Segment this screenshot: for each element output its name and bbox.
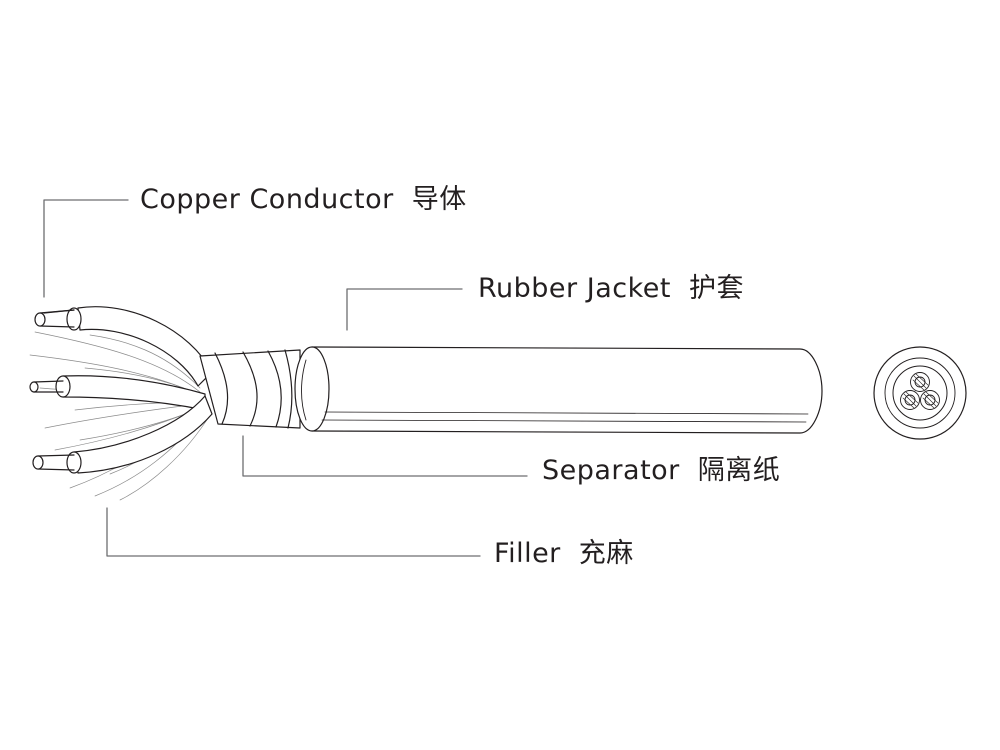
rubber-jacket-label-en: Rubber Jacket — [478, 273, 671, 304]
separator-label-en: Separator — [542, 455, 680, 486]
cable-cross-section — [873, 346, 967, 440]
filler-label-en: Filler — [494, 538, 561, 569]
conductor-leader-line — [43, 199, 129, 298]
bottom-conductor-wire — [32, 395, 213, 474]
copper-conductor-label-zh: 导体 — [411, 184, 467, 215]
separator-leader-line — [242, 435, 528, 477]
jacket-leader-line — [346, 288, 463, 331]
filler-label-zh: 充麻 — [578, 538, 634, 569]
rubber-jacket-label-zh: 护套 — [688, 273, 744, 304]
filler-label: Filler 充麻 — [494, 540, 634, 567]
middle-conductor-wire — [29, 375, 206, 411]
jacket-end-face — [294, 346, 330, 432]
copper-conductor-label-en: Copper Conductor — [140, 184, 394, 215]
copper-conductor-label: Copper Conductor 导体 — [140, 186, 467, 213]
separator-label: Separator 隔离纸 — [542, 457, 780, 484]
leader-lines — [43, 199, 528, 557]
cross-section-conductors — [900, 372, 940, 410]
rubber-jacket-label: Rubber Jacket 护套 — [478, 275, 744, 302]
separator-tape — [199, 349, 301, 429]
separator-label-zh: 隔离纸 — [697, 455, 781, 486]
filler-leader-line — [106, 507, 481, 557]
top-conductor-wire — [34, 306, 213, 387]
rubber-jacket — [294, 346, 823, 434]
